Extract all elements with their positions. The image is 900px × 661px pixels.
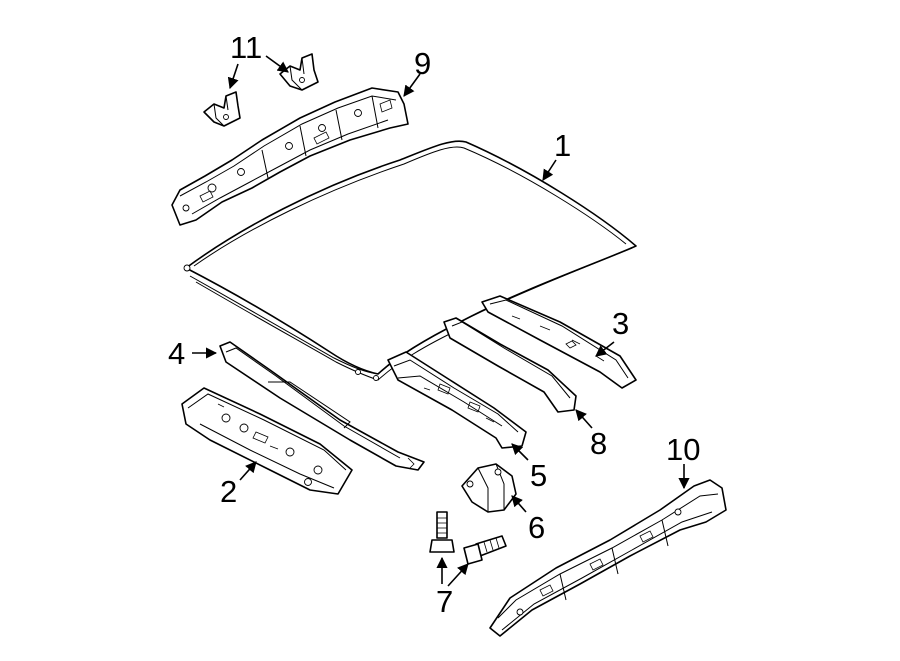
part-2-header-panel — [181, 387, 353, 495]
leader-11b — [265, 55, 289, 73]
part-7-bolt-vertical — [429, 511, 455, 553]
leader-9 — [403, 73, 421, 97]
leader-lines — [192, 55, 690, 587]
part-6-bracket — [461, 463, 517, 513]
part-11-clip-left — [203, 91, 241, 127]
callout-11: 11 — [230, 30, 262, 65]
leader-8 — [575, 409, 593, 429]
leader-7b — [447, 563, 469, 587]
part-1-roof-panel — [183, 140, 637, 381]
callout-3: 3 — [612, 306, 629, 341]
callout-2: 2 — [220, 474, 237, 509]
part-10-rear-header — [489, 479, 727, 637]
callout-7: 7 — [436, 584, 453, 619]
part-3-roof-bow — [481, 295, 637, 389]
leader-2 — [239, 461, 257, 481]
part-5-roof-bow — [387, 351, 527, 449]
callout-5: 5 — [530, 458, 547, 493]
callout-10: 10 — [666, 432, 700, 467]
part-7-bolt-angled — [463, 535, 507, 565]
part-11-clip-right — [279, 53, 319, 91]
callout-9: 9 — [414, 46, 431, 81]
part-8-roof-bow — [443, 317, 577, 413]
leader-6 — [511, 495, 527, 513]
callout-1: 1 — [554, 128, 571, 163]
callout-8: 8 — [590, 426, 607, 461]
callout-4: 4 — [168, 336, 185, 371]
leader-3 — [595, 341, 615, 357]
callout-6: 6 — [528, 510, 545, 545]
callout-numbers: 1 2 3 4 5 6 7 8 9 10 11 — [168, 30, 700, 619]
leader-11a — [227, 63, 239, 90]
part-4-front-bow — [219, 341, 425, 471]
part-9-front-header — [171, 87, 409, 226]
leader-5 — [511, 443, 529, 461]
leader-1 — [542, 159, 557, 181]
